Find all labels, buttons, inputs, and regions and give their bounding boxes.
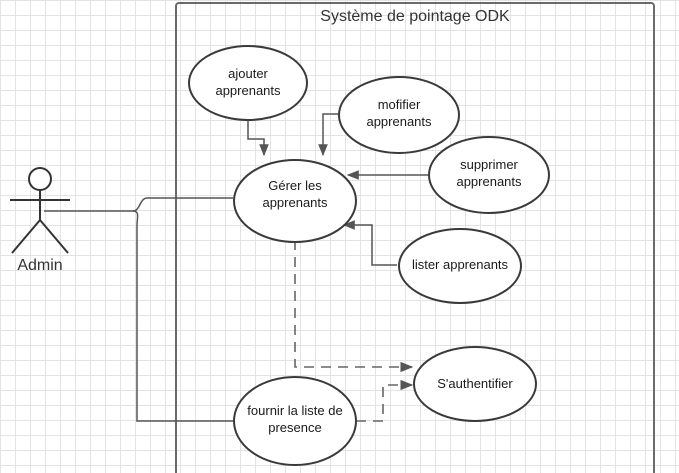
use-case-label-line1: mofifier bbox=[378, 97, 421, 112]
use-case-label-line2: apprenants bbox=[366, 114, 432, 129]
arrow-ajouter-to-gerer bbox=[247, 120, 269, 157]
arrow-lister-to-gerer bbox=[342, 220, 397, 266]
use-case-label-line1: Gérer les bbox=[268, 178, 322, 193]
include-fournir-to-authentifier bbox=[356, 379, 414, 422]
use-case-label-line2: apprenants bbox=[456, 174, 522, 189]
arrow-modifier-to-gerer bbox=[318, 113, 338, 157]
association-admin-fournir bbox=[132, 210, 234, 422]
use-case-label-line1: fournir la liste de bbox=[247, 403, 342, 418]
use-case-ajouter-apprenants: ajouter apprenants bbox=[188, 45, 308, 121]
use-case-label: lister apprenants bbox=[412, 257, 509, 272]
use-case-label: S'authentifier bbox=[437, 376, 513, 391]
use-case-fournir-liste-presence: fournir la liste de presence bbox=[233, 376, 357, 466]
actor-admin: Admin bbox=[10, 167, 70, 274]
use-case-label-line2: apprenants bbox=[262, 195, 328, 210]
use-case-s-authentifier: S'authentifier bbox=[413, 346, 537, 422]
use-case-supprimer-apprenants: supprimer apprenants bbox=[428, 136, 550, 214]
use-case-lister-apprenants: lister apprenants bbox=[398, 228, 522, 304]
actor-left-leg bbox=[11, 219, 41, 254]
use-case-gerer-apprenants: Gérer les apprenants bbox=[233, 159, 357, 243]
use-case-label-line2: apprenants bbox=[215, 83, 281, 98]
include-gerer-to-authentifier bbox=[294, 240, 414, 373]
actor-label: Admin bbox=[17, 257, 62, 274]
actor-right-leg bbox=[39, 219, 69, 254]
system-title: Système de pointage ODK bbox=[320, 8, 510, 25]
use-case-label-line2: presence bbox=[268, 420, 321, 435]
actor-head bbox=[28, 167, 52, 191]
use-case-label-line1: supprimer bbox=[460, 157, 518, 172]
use-case-label-line1: ajouter bbox=[228, 66, 268, 81]
use-case-modifier-apprenants: mofifier apprenants bbox=[338, 76, 460, 154]
system-boundary bbox=[175, 2, 655, 473]
association-admin-gerer bbox=[44, 197, 233, 212]
